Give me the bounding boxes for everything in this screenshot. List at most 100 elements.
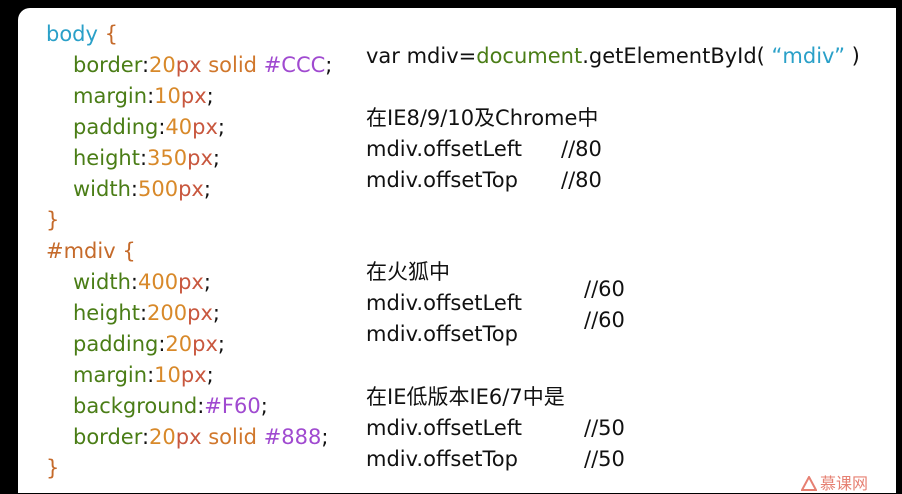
body-rule-margin: margin:10px; [73, 83, 214, 109]
rule-unit: px [192, 115, 218, 139]
old-ie-header: 在IE低版本IE6/7中是 [366, 385, 565, 409]
rule-property: height [73, 146, 140, 170]
mdiv-close-brace: } [46, 456, 60, 480]
rule-colon: : [130, 177, 138, 201]
body-rule-padding: padding:40px; [73, 114, 225, 140]
mdiv-rule-margin: margin:10px; [73, 362, 214, 388]
body-rule-border: border:20px solid #CCC; [73, 52, 332, 78]
rule-number: 400 [137, 270, 179, 294]
rule-colon: : [158, 115, 166, 139]
rule-color-hex: #888 [263, 425, 322, 449]
ie-offsettop-value: //80 [561, 168, 602, 192]
rule-unit: px [178, 270, 204, 294]
rule-unit: px [187, 146, 213, 170]
rule-number: 10 [154, 363, 181, 387]
rule-number: 10 [154, 84, 181, 108]
body-close-brace: } [46, 208, 60, 232]
rule-unit: px [192, 332, 218, 356]
rule-semicolon: ; [203, 270, 211, 294]
body-open-brace: { [97, 22, 118, 46]
rule-property: border [73, 425, 142, 449]
ff-offsettop-value: //60 [584, 308, 625, 332]
rule-semicolon: ; [212, 146, 220, 170]
js-getelement-line: var mdiv=document.getElementById( “mdiv”… [366, 43, 860, 69]
imooc-logo-icon [800, 474, 820, 493]
mdiv-rule-background: background:#F60; [73, 393, 268, 419]
rule-semicolon: ; [212, 301, 220, 325]
rule-colon: : [139, 146, 148, 170]
rule-property: background [73, 394, 198, 418]
rule-property: padding [73, 332, 159, 356]
js-var: var mdiv= [366, 44, 477, 68]
rule-semicolon: ; [203, 177, 211, 201]
rule-colon: : [197, 394, 205, 418]
rule-number: 20 [149, 53, 176, 77]
rule-colon: : [141, 425, 150, 449]
rule-number: 20 [165, 332, 193, 356]
js-close-paren: ) [851, 44, 860, 68]
rule-unit: px [175, 53, 202, 77]
body-selector: body [46, 22, 98, 46]
rule-property: margin [73, 363, 148, 387]
mdiv-rule-border: border:20px solid #888; [73, 424, 328, 450]
mdiv-rule-width: width:400px; [73, 269, 211, 295]
rule-colon: : [158, 332, 166, 356]
watermark: 慕课网 [800, 470, 869, 494]
mdiv-close-brace-line: } [46, 455, 59, 481]
rule-unit: px [175, 425, 202, 449]
ie-offsetleft-value: //80 [561, 137, 602, 161]
rule-property: width [73, 270, 131, 294]
rule-semicolon: ; [206, 84, 214, 108]
body-rule-height: height:350px; [73, 145, 220, 171]
rule-semicolon: ; [321, 425, 329, 449]
rule-property: height [73, 301, 140, 325]
slide-panel: body { border:20px solid #CCC; margin:10… [18, 8, 898, 493]
rule-keyword: solid [201, 53, 264, 77]
rule-colon: : [139, 301, 148, 325]
rule-number: 20 [149, 425, 176, 449]
mdiv-selector-line: #mdiv { [46, 238, 136, 264]
rule-number: 40 [165, 115, 193, 139]
right-edge [896, 0, 902, 493]
ff-offsettop-label: mdiv.offsetTop [366, 322, 518, 346]
rule-number: 200 [147, 301, 188, 325]
rule-semicolon: ; [206, 363, 214, 387]
rule-semicolon: ; [260, 394, 268, 418]
rule-property: margin [73, 84, 148, 108]
rule-colon: : [147, 84, 155, 108]
rule-keyword: solid [201, 425, 264, 449]
rule-property: width [73, 177, 131, 201]
rule-semicolon: ; [217, 115, 225, 139]
ie-header: 在IE8/9/10及Chrome中 [366, 106, 599, 130]
mdiv-rule-height: height:200px; [73, 300, 220, 326]
rule-number: 500 [137, 177, 179, 201]
ff-offsetleft-value: //60 [584, 277, 625, 301]
mdiv-open-brace: { [115, 239, 136, 263]
old-ie-offsettop-label: mdiv.offsetTop [366, 447, 518, 471]
rule-unit: px [180, 363, 207, 387]
rule-unit: px [187, 301, 213, 325]
body-rule-width: width:500px; [73, 176, 211, 202]
rule-unit: px [178, 177, 204, 201]
mdiv-selector: #mdiv [46, 239, 116, 263]
rule-property: border [73, 53, 142, 77]
rule-colon: : [147, 363, 155, 387]
rule-colon: : [141, 53, 150, 77]
old-ie-offsettop-value: //50 [584, 447, 625, 471]
ie-offsettop-label: mdiv.offsetTop [366, 168, 518, 192]
js-method: .getElementById( [582, 44, 765, 68]
js-document: document [476, 44, 583, 68]
old-ie-offsetleft-label: mdiv.offsetLeft [366, 416, 523, 440]
rule-semicolon: ; [325, 53, 333, 77]
js-string: “mdiv” [764, 44, 852, 68]
rule-unit: px [180, 84, 207, 108]
rule-number: 350 [147, 146, 188, 170]
ff-header: 在火狐中 [366, 260, 450, 284]
rule-color-hex: #CCC [263, 53, 326, 77]
watermark-text: 慕课网 [820, 474, 869, 493]
mdiv-rule-padding: padding:20px; [73, 331, 225, 357]
ff-offsetleft-label: mdiv.offsetLeft [366, 291, 523, 315]
ie-offsetleft-label: mdiv.offsetLeft [366, 137, 523, 161]
old-ie-offsetleft-value: //50 [584, 416, 625, 440]
